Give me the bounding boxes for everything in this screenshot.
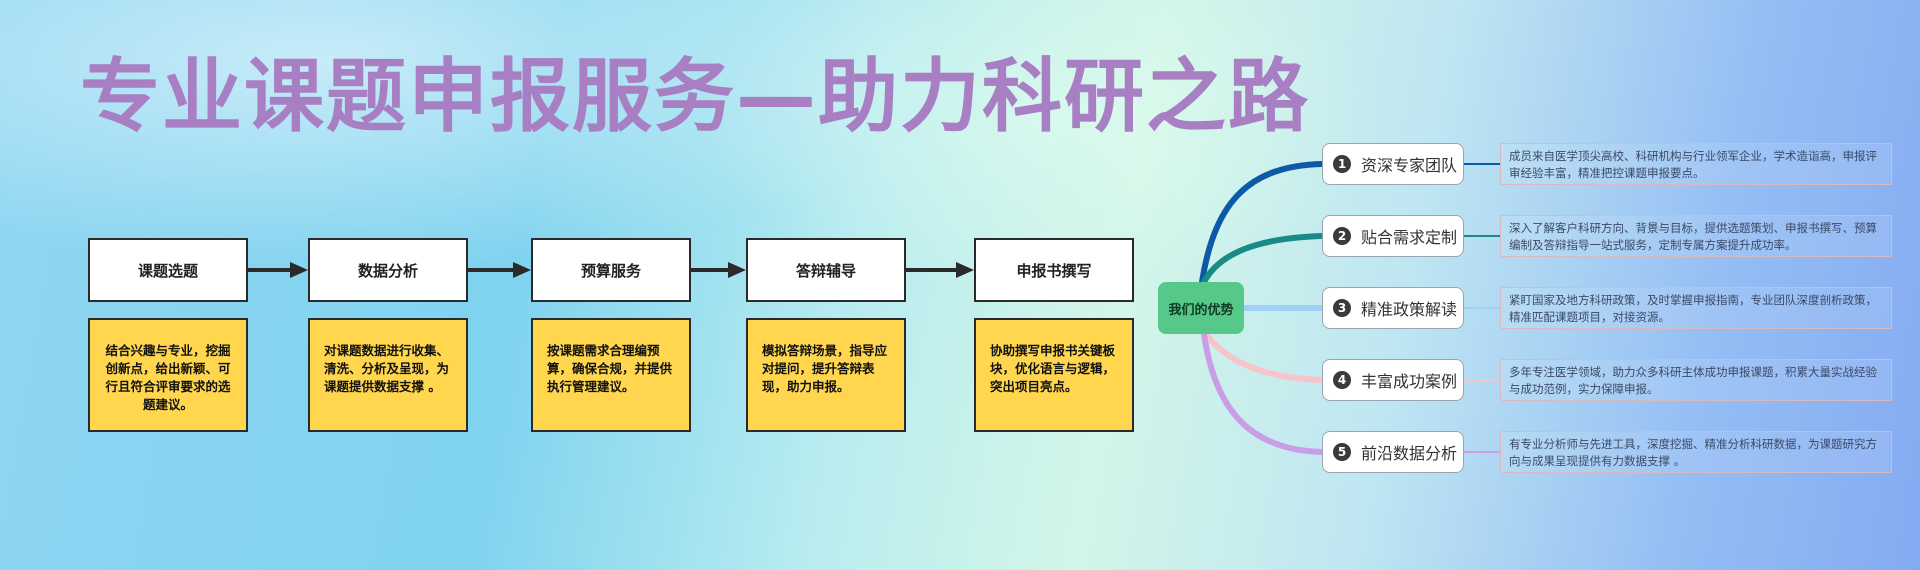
branch-label: 资深专家团队 (1361, 156, 1458, 175)
mindmap-detail-4: 多年专注医学领域，助力众多科研主体成功申报课题，积累大量实战经验与成功范例，实力… (1500, 359, 1892, 401)
number-badge-icon: 5 (1333, 443, 1351, 461)
connector-branch-4 (1203, 331, 1325, 383)
number-badge-icon: 2 (1333, 227, 1351, 245)
arrow-3-4 (691, 262, 746, 278)
number-badge-icon: 4 (1333, 371, 1351, 389)
mindmap-branch-2: 2 贴合需求定制 (1322, 215, 1464, 257)
process-step-1: 课题选题 (88, 238, 248, 302)
mindmap-detail-2: 深入了解客户科研方向、背景与目标，提供选题策划、申报书撰写、预算编制及答辩指导一… (1500, 215, 1892, 257)
mindmap-detail-1: 成员来自医学顶尖高校、科研机构与行业领军企业，学术造诣高，申报评审经验丰富，精准… (1500, 143, 1892, 185)
mindmap-branch-1: 1 资深专家团队 (1322, 143, 1464, 185)
connector-branch-5 (1201, 331, 1325, 455)
branch-label: 精准政策解读 (1361, 300, 1458, 319)
process-step-3: 预算服务 (531, 238, 691, 302)
process-desc-1: 结合兴趣与专业，挖掘创新点，给出新颖、可行且符合评审要求的选题建议。 (88, 318, 248, 432)
page-title: 专业课题申报服务—助力科研之路 (80, 50, 1310, 143)
process-step-4: 答辩辅导 (746, 238, 906, 302)
number-badge-icon: 1 (1333, 155, 1351, 173)
branch-label: 前沿数据分析 (1361, 444, 1458, 463)
arrow-1-2 (248, 262, 308, 278)
process-desc-3: 按课题需求合理编预算，确保合规，并提供执行管理建议。 (531, 318, 691, 432)
process-desc-5: 协助撰写申报书关键板块，优化语言与逻辑，突出项目亮点。 (974, 318, 1134, 432)
number-badge-icon: 3 (1333, 299, 1351, 317)
process-step-2: 数据分析 (308, 238, 468, 302)
mindmap-detail-5: 有专业分析师与先进工具，深度挖掘、精准分析科研数据，为课题研究方向与成果呈现提供… (1500, 431, 1892, 473)
arrow-4-5 (906, 262, 974, 278)
process-desc-4: 模拟答辩场景，指导应对提问，提升答辩表现，助力申报。 (746, 318, 906, 432)
connector-branch-1 (1199, 161, 1325, 285)
arrow-2-3 (468, 262, 531, 278)
connector-branch-2 (1201, 233, 1325, 285)
mindmap-branch-3: 3 精准政策解读 (1322, 287, 1464, 329)
mindmap-branch-4: 4 丰富成功案例 (1322, 359, 1464, 401)
mindmap-branch-5: 5 前沿数据分析 (1322, 431, 1464, 473)
mindmap-root: 我们的优势 (1158, 282, 1244, 334)
process-step-5: 申报书撰写 (974, 238, 1134, 302)
branch-label: 丰富成功案例 (1361, 372, 1458, 391)
process-desc-2: 对课题数据进行收集、清洗、分析及呈现，为课题提供数据支撑 。 (308, 318, 468, 432)
mindmap-detail-3: 紧盯国家及地方科研政策，及时掌握申报指南，专业团队深度剖析政策，精准匹配课题项目… (1500, 287, 1892, 329)
branch-label: 贴合需求定制 (1361, 228, 1458, 247)
